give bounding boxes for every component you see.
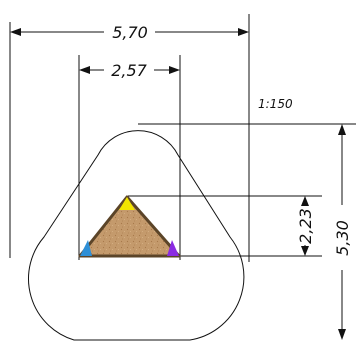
rounded-triangle-outline	[28, 130, 245, 341]
inner-height-label: 2,23	[296, 208, 315, 244]
outer-height-label: 5,30	[333, 220, 352, 256]
outer-width-dimension: 5,70	[10, 23, 249, 42]
corner-marker-top	[119, 197, 135, 210]
inner-width-label: 2,57	[111, 61, 147, 80]
outer-height-dimension: 5,30	[333, 124, 352, 340]
corner-marker-right	[167, 240, 179, 256]
cork-triangle-board	[78, 195, 181, 258]
outer-width-label: 5,70	[112, 23, 148, 42]
corner-marker-left	[80, 240, 92, 256]
inner-width-dimension: 2,57	[79, 61, 180, 80]
extension-lines	[9, 14, 356, 262]
scale-label: 1:150	[258, 97, 293, 111]
inner-height-dimension: 2,23	[296, 196, 315, 256]
